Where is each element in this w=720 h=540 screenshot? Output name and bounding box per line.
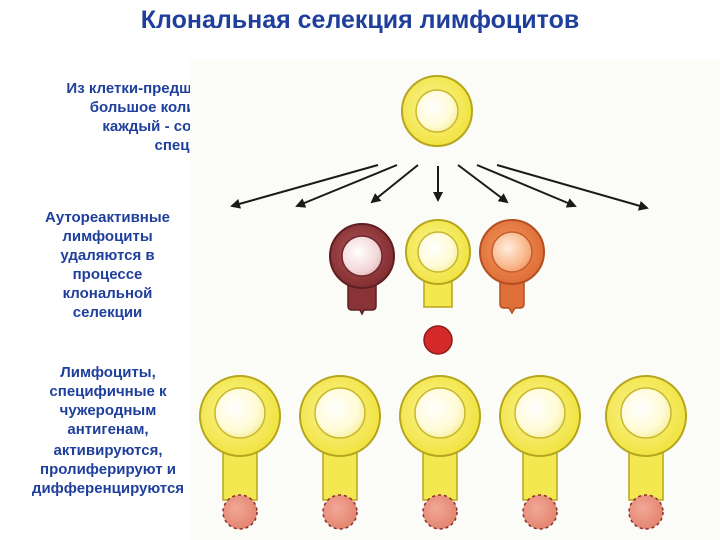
proliferating-clones xyxy=(199,375,687,530)
daughter-cell xyxy=(522,494,558,530)
clone-lymphocyte xyxy=(299,375,381,530)
caption-line: процессе xyxy=(72,266,143,283)
caption-line: специфичные к xyxy=(49,383,167,400)
caption-line: пролиферируют и xyxy=(40,461,176,478)
daughter-cell xyxy=(628,494,664,530)
clone-lymphocyte xyxy=(399,375,481,530)
clone-lymphocyte xyxy=(199,375,281,530)
caption-line: удаляются в xyxy=(60,247,155,264)
arrow xyxy=(230,164,379,209)
daughter-cell xyxy=(422,494,458,530)
arrow xyxy=(496,164,649,211)
arrow xyxy=(457,164,509,204)
caption-line: активируются, xyxy=(53,442,163,459)
caption-line: антигенам, xyxy=(67,421,149,438)
autoreactive-lymphocyte-orange xyxy=(479,219,545,315)
differentiation-arrows xyxy=(230,164,649,211)
caption-line: лимфоциты xyxy=(62,228,153,245)
caption-line: Аутореактивные xyxy=(44,209,171,226)
caption-autoreactive: Аутореактивные лимфоциты удаляются в про… xyxy=(20,208,195,322)
clone-lymphocyte xyxy=(605,375,687,530)
caption-line: дифференцируются xyxy=(31,480,185,497)
clone-lymphocyte xyxy=(499,375,581,530)
caption-line: селекции xyxy=(72,304,143,321)
caption-line: чужеродным xyxy=(59,402,157,419)
caption-specific: Лимфоциты, специфичные к чужеродным анти… xyxy=(12,363,204,498)
antigen xyxy=(423,325,453,355)
diagram-title: Клональная селекция лимфоцитов xyxy=(140,6,580,34)
precursor-cell xyxy=(401,75,473,147)
arrow xyxy=(476,164,577,208)
selected-lymphocyte xyxy=(405,219,471,308)
autoreactive-lymphocyte-dark xyxy=(329,223,395,316)
arrow xyxy=(295,164,398,208)
caption-line: Лимфоциты, xyxy=(60,364,156,381)
caption-line: клональной xyxy=(62,285,153,302)
arrow xyxy=(370,164,419,204)
daughter-cell xyxy=(322,494,358,530)
daughter-cell xyxy=(222,494,258,530)
